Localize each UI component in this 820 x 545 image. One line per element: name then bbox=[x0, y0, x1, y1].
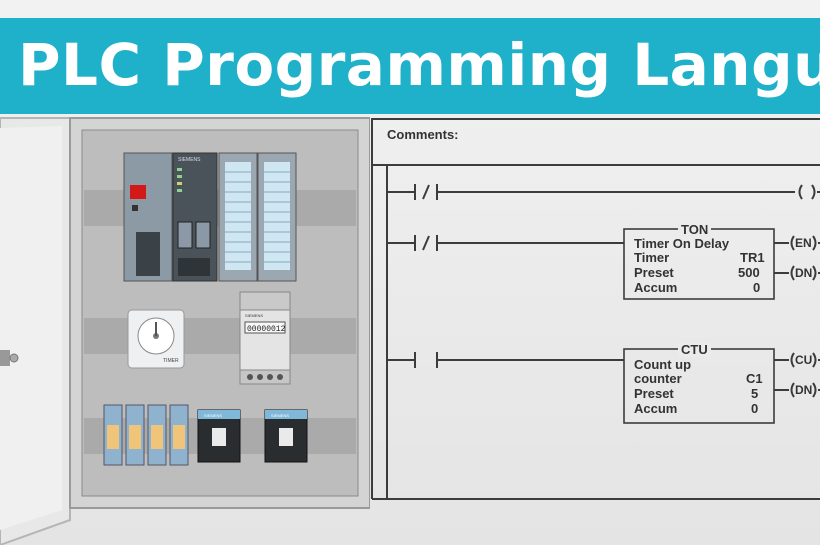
ton-preset-label: Preset bbox=[634, 265, 674, 280]
ctu-name: CTU bbox=[678, 343, 711, 357]
ton-accum-value: 0 bbox=[753, 280, 761, 295]
page-title: PLC Programming Languages bbox=[18, 31, 820, 99]
plc-cpu-module: SIEMENS bbox=[172, 152, 218, 282]
normally-closed-contact-icon bbox=[414, 235, 438, 251]
timer-relay: TIMER bbox=[127, 309, 185, 369]
svg-text:SIEMENS: SIEMENS bbox=[204, 413, 222, 418]
ton-timer-label: Timer bbox=[634, 250, 670, 265]
normally-open-contact-icon bbox=[414, 352, 438, 368]
rung-1 bbox=[387, 184, 820, 200]
ladder-diagram: Comments: TON Timer On Delay Timer TR1 P… bbox=[370, 117, 820, 507]
ton-dn-coil-label: DN bbox=[795, 266, 813, 280]
ctu-accum-label: Accum bbox=[634, 401, 678, 416]
ton-timer-value: TR1 bbox=[740, 250, 765, 265]
ton-title: Timer On Delay bbox=[634, 236, 730, 251]
ton-preset-value: 500 bbox=[738, 265, 760, 280]
contactor: SIEMENS bbox=[197, 409, 241, 463]
svg-text:TIMER: TIMER bbox=[163, 358, 179, 364]
relay-module bbox=[147, 404, 167, 466]
ctu-dn-coil-label: DN bbox=[795, 383, 813, 397]
svg-text:00000012: 00000012 bbox=[247, 325, 286, 334]
ton-name: TON bbox=[678, 223, 712, 237]
din-rail bbox=[84, 318, 356, 354]
ton-en-coil-label: EN bbox=[795, 236, 812, 250]
contactor: SIEMENS bbox=[264, 409, 308, 463]
title-banner: PLC Programming Languages bbox=[0, 18, 820, 114]
ctu-preset-label: Preset bbox=[634, 386, 674, 401]
ctu-accum-value: 0 bbox=[751, 401, 759, 416]
output-coil-icon bbox=[798, 184, 816, 200]
plc-cabinet-illustration: SIEMENS TIMER SIEMENS bbox=[0, 117, 370, 545]
ctu-title-line2: counter bbox=[634, 371, 682, 386]
svg-text:SIEMENS: SIEMENS bbox=[245, 313, 263, 318]
ctu-title-line1: Count up bbox=[634, 357, 692, 372]
ton-accum-label: Accum bbox=[634, 280, 678, 295]
counter-device: SIEMENS 00000012 bbox=[239, 291, 291, 385]
io-module bbox=[218, 152, 258, 282]
normally-closed-contact-icon bbox=[414, 184, 438, 200]
svg-text:SIEMENS: SIEMENS bbox=[178, 157, 201, 163]
comments-label: Comments: bbox=[387, 127, 459, 142]
relay-module bbox=[169, 404, 189, 466]
door-handle-icon bbox=[0, 350, 19, 366]
io-module bbox=[257, 152, 297, 282]
svg-text:SIEMENS: SIEMENS bbox=[271, 413, 289, 418]
plc-power-supply bbox=[123, 152, 173, 282]
rung-3 bbox=[387, 348, 820, 424]
relay-module bbox=[103, 404, 123, 466]
relay-module bbox=[125, 404, 145, 466]
comments-box bbox=[371, 118, 820, 166]
ctu-counter-value: C1 bbox=[746, 371, 763, 386]
ctu-cu-coil-label: CU bbox=[795, 353, 813, 367]
ctu-preset-value: 5 bbox=[751, 386, 759, 401]
